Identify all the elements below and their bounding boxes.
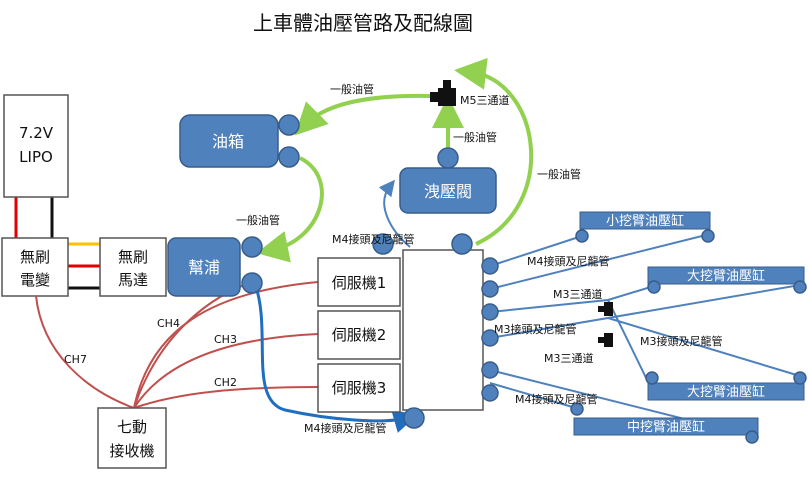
label-m5-tee: M5三通道 xyxy=(460,93,510,107)
page-title: 上車體油壓管路及配線圖 xyxy=(253,11,473,35)
motor-label-2: 馬達 xyxy=(118,271,148,289)
label-m3-fitting-right: M3接頭及尼龍管 xyxy=(640,334,723,348)
servo-3: 伺服機3 xyxy=(317,363,401,413)
relief-valve-label: 洩壓閥 xyxy=(424,182,472,201)
battery-type: LIPO xyxy=(19,148,53,166)
esc-label-1: 無刷 xyxy=(20,248,50,266)
servo-blue-hose xyxy=(253,283,418,433)
big-arm-cylinder-1: 大挖臂油壓缸 xyxy=(647,266,807,294)
mid-arm-cylinder-label: 中挖臂油壓缸 xyxy=(627,419,705,435)
valve-block xyxy=(372,233,499,429)
tank-label: 油箱 xyxy=(212,132,244,151)
motor-box: 無刷 馬達 xyxy=(99,237,167,297)
m5-tee-fitting xyxy=(430,80,456,106)
oil-tank: 油箱 xyxy=(179,114,300,168)
servo-2-label: 伺服機2 xyxy=(332,326,387,344)
receiver-box: 七動 接收機 xyxy=(97,407,167,469)
label-general-hose-pump: 一般油管 xyxy=(236,213,280,227)
big-arm-cylinder-1-label: 大挖臂油壓缸 xyxy=(687,268,765,284)
power-wires xyxy=(14,197,100,290)
servo-1-label: 伺服機1 xyxy=(332,274,387,292)
relief-valve: 洩壓閥 xyxy=(399,147,497,214)
receiver-label-1: 七動 xyxy=(117,418,147,436)
big-arm-cylinder-2: 大挖臂油壓缸 xyxy=(645,371,807,401)
label-m4-fitting-bottom: M4接頭及尼龍管 xyxy=(304,421,387,435)
channel-ch3: CH3 xyxy=(214,333,237,346)
m3-tee-fitting-1 xyxy=(598,302,613,316)
small-arm-cylinder: 小挖臂油壓缸 xyxy=(575,211,715,243)
label-general-hose-right: 一般油管 xyxy=(537,167,581,181)
channel-ch2: CH2 xyxy=(214,376,237,389)
battery-voltage: 7.2V xyxy=(19,124,54,142)
label-m4-fitting-top: M4接頭及尼龍管 xyxy=(332,232,415,246)
label-m4-fitting-low: M4接頭及尼龍管 xyxy=(515,392,598,406)
m3-tee-fitting-2 xyxy=(598,333,613,347)
servo-3-label: 伺服機3 xyxy=(332,379,387,397)
esc-label-2: 電變 xyxy=(20,271,50,289)
servo-2: 伺服機2 xyxy=(317,310,401,360)
label-general-hose-mid: 一般油管 xyxy=(453,130,497,144)
receiver-label-2: 接收機 xyxy=(109,442,154,460)
label-m4-fitting-right: M4接頭及尼龍管 xyxy=(527,254,610,268)
motor-label-1: 無刷 xyxy=(118,248,148,266)
small-arm-cylinder-label: 小挖臂油壓缸 xyxy=(606,213,684,229)
esc-box: 無刷 電變 xyxy=(1,237,69,297)
label-m3-tee-2: M3三通道 xyxy=(544,351,594,365)
receiver-wires xyxy=(35,281,319,409)
big-arm-cylinder-2-label: 大挖臂油壓缸 xyxy=(687,384,765,400)
servo-1: 伺服機1 xyxy=(317,257,401,307)
battery-box: 7.2V LIPO xyxy=(3,94,69,198)
general-hoses xyxy=(256,57,534,263)
channel-ch4: CH4 xyxy=(157,317,180,330)
mid-arm-cylinder: 中挖臂油壓缸 xyxy=(570,402,759,444)
label-m3-tee-1: M3三通道 xyxy=(553,287,603,301)
pump-label: 幫浦 xyxy=(188,258,220,277)
label-general-hose-top: 一般油管 xyxy=(330,82,374,96)
pump: 幫浦 xyxy=(167,236,263,297)
label-m3-fitting-left: M3接頭及尼龍管 xyxy=(494,322,577,336)
channel-ch7: CH7 xyxy=(64,353,87,366)
